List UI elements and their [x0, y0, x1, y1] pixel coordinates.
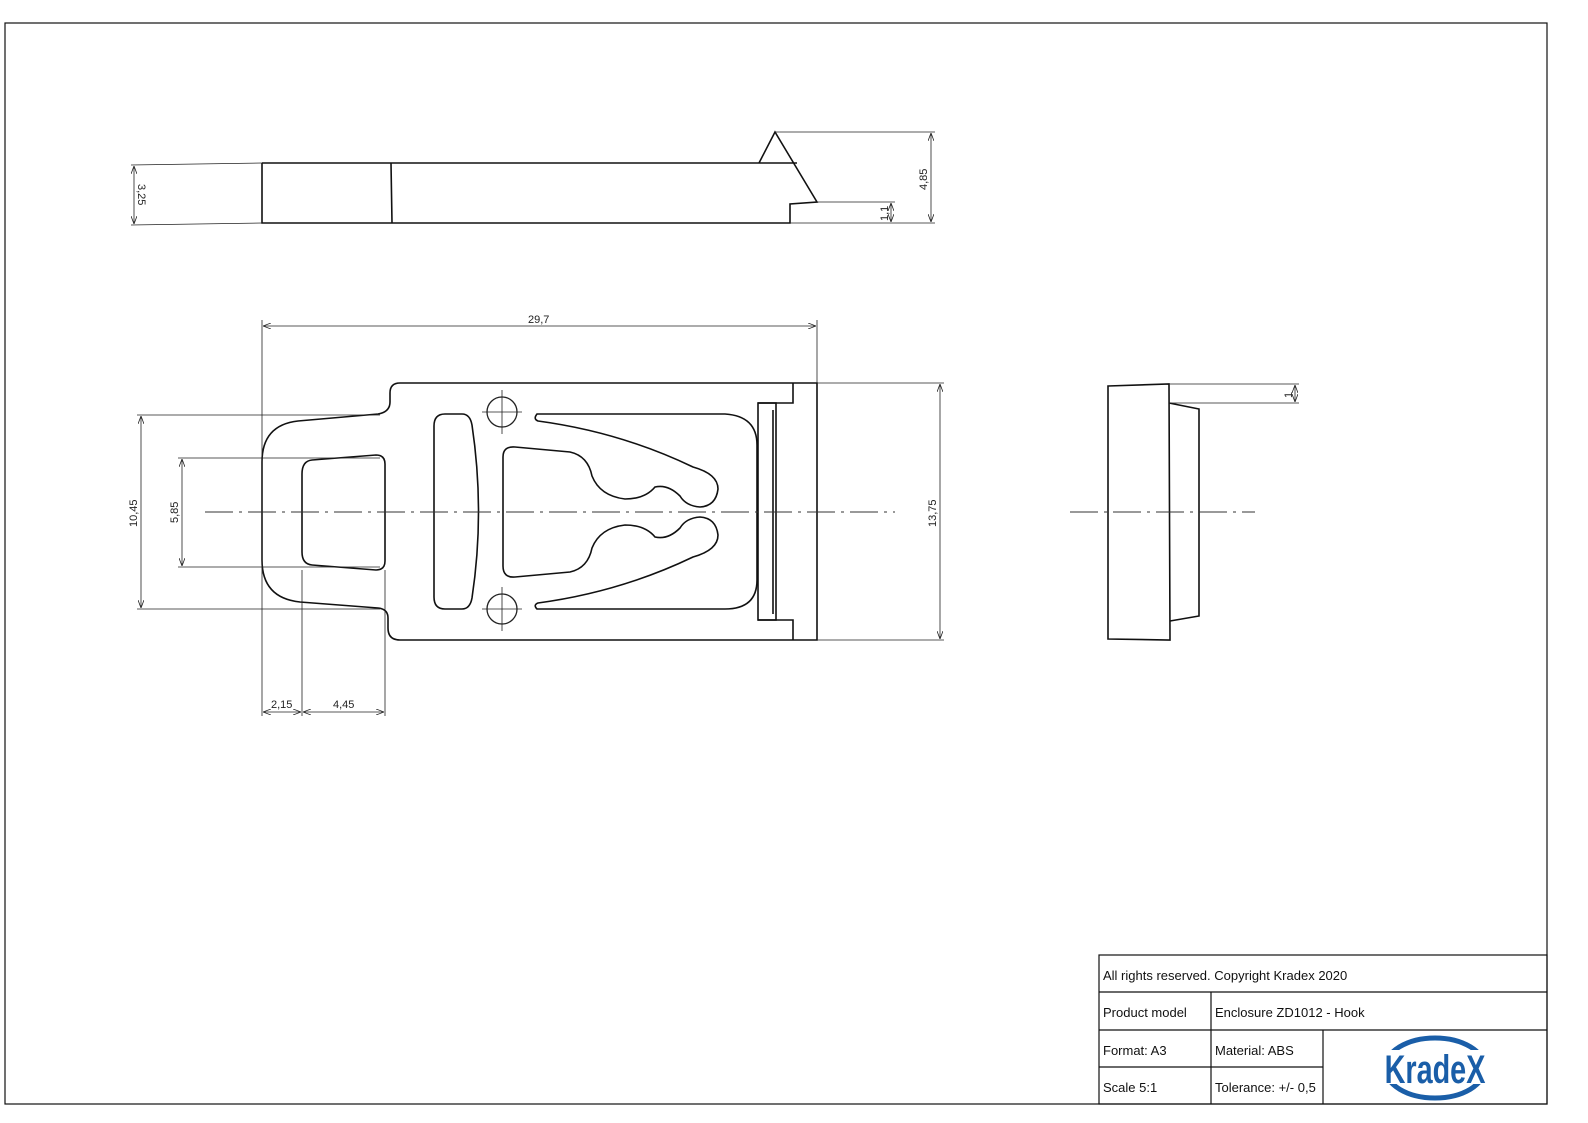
top-view: 3,25 4,85 1,1 — [130, 130, 935, 226]
format-text: Format: A3 — [1103, 1043, 1167, 1058]
dim-slot-height: 5,85 — [169, 502, 181, 523]
dim-height: 13,75 — [927, 499, 939, 527]
dim-side-step: 1 — [1283, 392, 1295, 398]
dim-offset: 2,15 — [271, 699, 292, 711]
front-view: 29,7 13,75 10,45 5,85 2,15 4,45 — [128, 314, 944, 716]
side-view: 1 — [1070, 383, 1299, 641]
title-block: All rights reserved. Copyright Kradex 20… — [1098, 954, 1548, 1105]
dim-tab-height: 10,45 — [128, 499, 140, 527]
scale-text: Scale 5:1 — [1103, 1080, 1157, 1095]
svg-text:KradeX: KradeX — [1385, 1047, 1486, 1092]
material-text: Material: ABS — [1215, 1043, 1294, 1058]
sheet-border — [4, 22, 1548, 1105]
dim-slot-width: 4,45 — [333, 699, 354, 711]
dim-top-height: 3,25 — [135, 184, 147, 205]
kradex-logo: KradeX — [1380, 1035, 1490, 1101]
tolerance-text: Tolerance: +/- 0,5 — [1215, 1080, 1316, 1095]
copyright-text: All rights reserved. Copyright Kradex 20… — [1103, 968, 1347, 983]
dim-hook-height: 4,85 — [918, 169, 930, 190]
product-model-label: Product model — [1103, 1005, 1187, 1020]
product-model-value: Enclosure ZD1012 - Hook — [1215, 1005, 1365, 1020]
dim-length: 29,7 — [528, 314, 549, 326]
dim-step: 1,1 — [879, 206, 891, 221]
